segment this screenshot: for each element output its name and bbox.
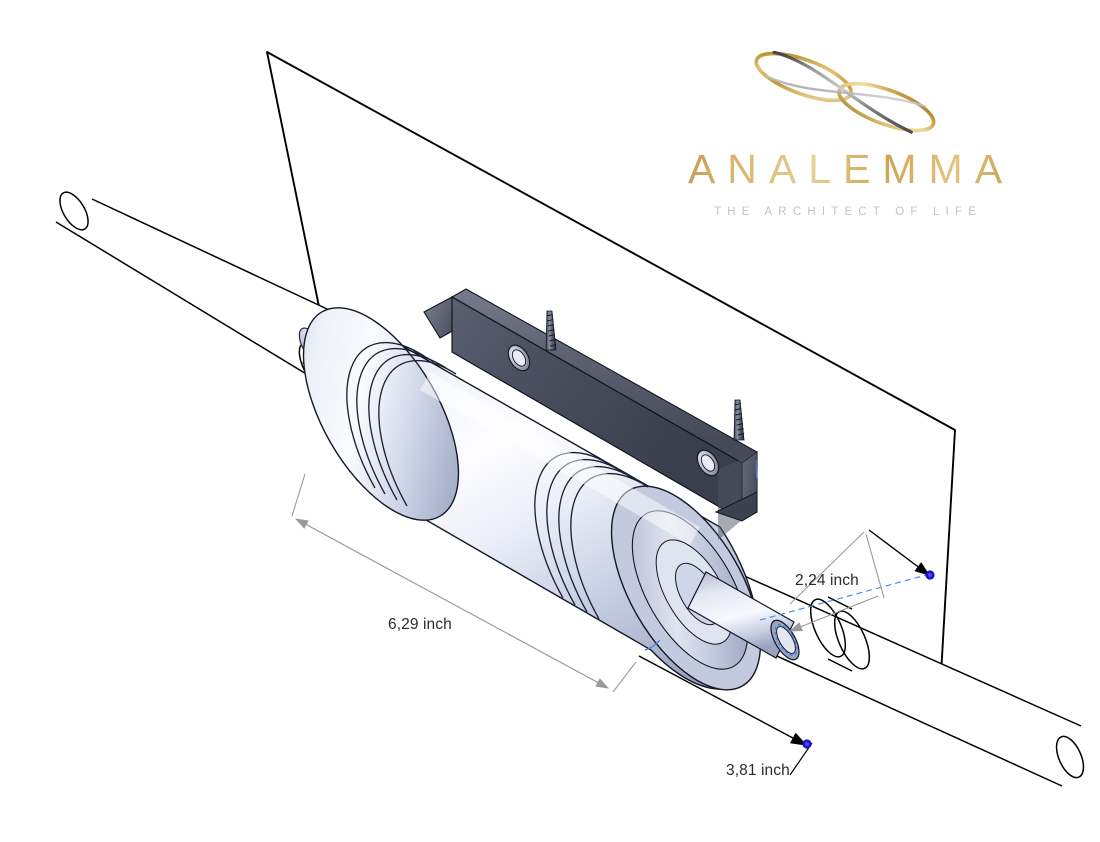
bracket-screw-left	[545, 310, 557, 351]
dimension-label-offset: 3,81 inch	[726, 762, 790, 779]
mounting-bracket	[423, 288, 759, 540]
bracket-bolt-head-right	[696, 449, 720, 477]
dimension-diameter	[759, 529, 935, 632]
bracket-screw-right	[733, 399, 745, 441]
dimension-offset	[638, 655, 813, 776]
bracket-bolt-head-left	[507, 344, 531, 372]
edge-highlight	[644, 459, 758, 651]
dimension-label-diameter: 2,24 inch	[795, 572, 859, 589]
dimension-length	[291, 473, 637, 693]
body-groove-band-left	[346, 341, 457, 507]
dimension-label-length: 6,29 inch	[388, 616, 452, 633]
outlet-nozzle	[687, 571, 800, 661]
